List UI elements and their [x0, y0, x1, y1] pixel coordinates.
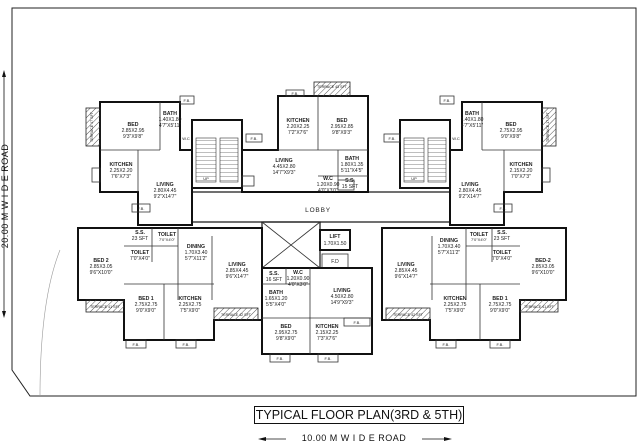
terrace-label: TERRACE 42 SFT	[393, 313, 424, 317]
fb-label: F.B.	[444, 98, 451, 103]
room-label: S.S.16 SFT	[266, 271, 282, 283]
terraces	[85, 81, 559, 321]
wc-label: W.C	[182, 136, 190, 141]
up-label: UP	[203, 176, 209, 181]
lift-label: LIFT	[330, 234, 342, 240]
terrace-label: TERRACE 41 SFT	[524, 305, 555, 309]
room-label: S.S.23 SFT	[494, 230, 510, 242]
terrace-label: TERRACE 17 SFT	[546, 111, 550, 142]
up-label: UP	[411, 176, 417, 181]
fb-label: F.B.	[389, 136, 396, 141]
room-label: S.S.15 SFT	[342, 178, 358, 190]
plot-boundary	[11, 7, 637, 397]
building-walls	[77, 95, 567, 355]
misc-labels: F.B. F.B. F.B. F.B. F.B. F.B. F.B. F.B. …	[90, 85, 555, 361]
flower-beds	[91, 89, 551, 363]
fb-label: F.B.	[184, 98, 191, 103]
bottom-road-label: 10.00 M W I D E ROAD	[302, 433, 407, 443]
left-road-dimension: 20.00 M W I D E ROAD	[0, 70, 10, 318]
terrace-label: TERRACE 42 SFT	[221, 313, 252, 317]
plan-title: TYPICAL FLOOR PLAN(3RD & 5TH)	[255, 408, 463, 422]
fb-label: F.B.	[497, 342, 504, 347]
left-road-label: 20.00 M W I D E ROAD	[0, 144, 10, 249]
lobby-label: LOBBY	[305, 207, 331, 214]
wc-label: W.C	[452, 136, 460, 141]
terrace-label: TERRACE 17 SFT	[90, 111, 94, 142]
fb-label: F.B.	[133, 342, 140, 347]
core-labels: LOBBY LIFT 1.70X1.50 F.D	[305, 207, 346, 265]
fb-label: F.B.	[277, 356, 284, 361]
terrace-label: TERRACE 43 SFT	[317, 85, 348, 89]
fb-label: F.B.	[292, 91, 299, 96]
room-label: S.S.23 SFT	[132, 230, 148, 242]
bottom-road-dimension: 10.00 M W I D E ROAD	[258, 433, 452, 443]
fd-label: F.D	[331, 259, 339, 265]
fb-label: F.B.	[354, 320, 361, 325]
terrace-label: TERRACE 41 SFT	[90, 305, 121, 309]
title-box: TYPICAL FLOOR PLAN(3RD & 5TH)	[254, 406, 464, 424]
fb-label: F.B.	[138, 206, 145, 211]
fb-label: F.B.	[500, 206, 507, 211]
fb-label: F.B.	[443, 342, 450, 347]
fb-label: F.B.	[251, 136, 258, 141]
fb-label: F.B.	[325, 356, 332, 361]
fb-label: F.B.	[183, 342, 190, 347]
lift-size-label: 1.70X1.50	[324, 241, 347, 247]
